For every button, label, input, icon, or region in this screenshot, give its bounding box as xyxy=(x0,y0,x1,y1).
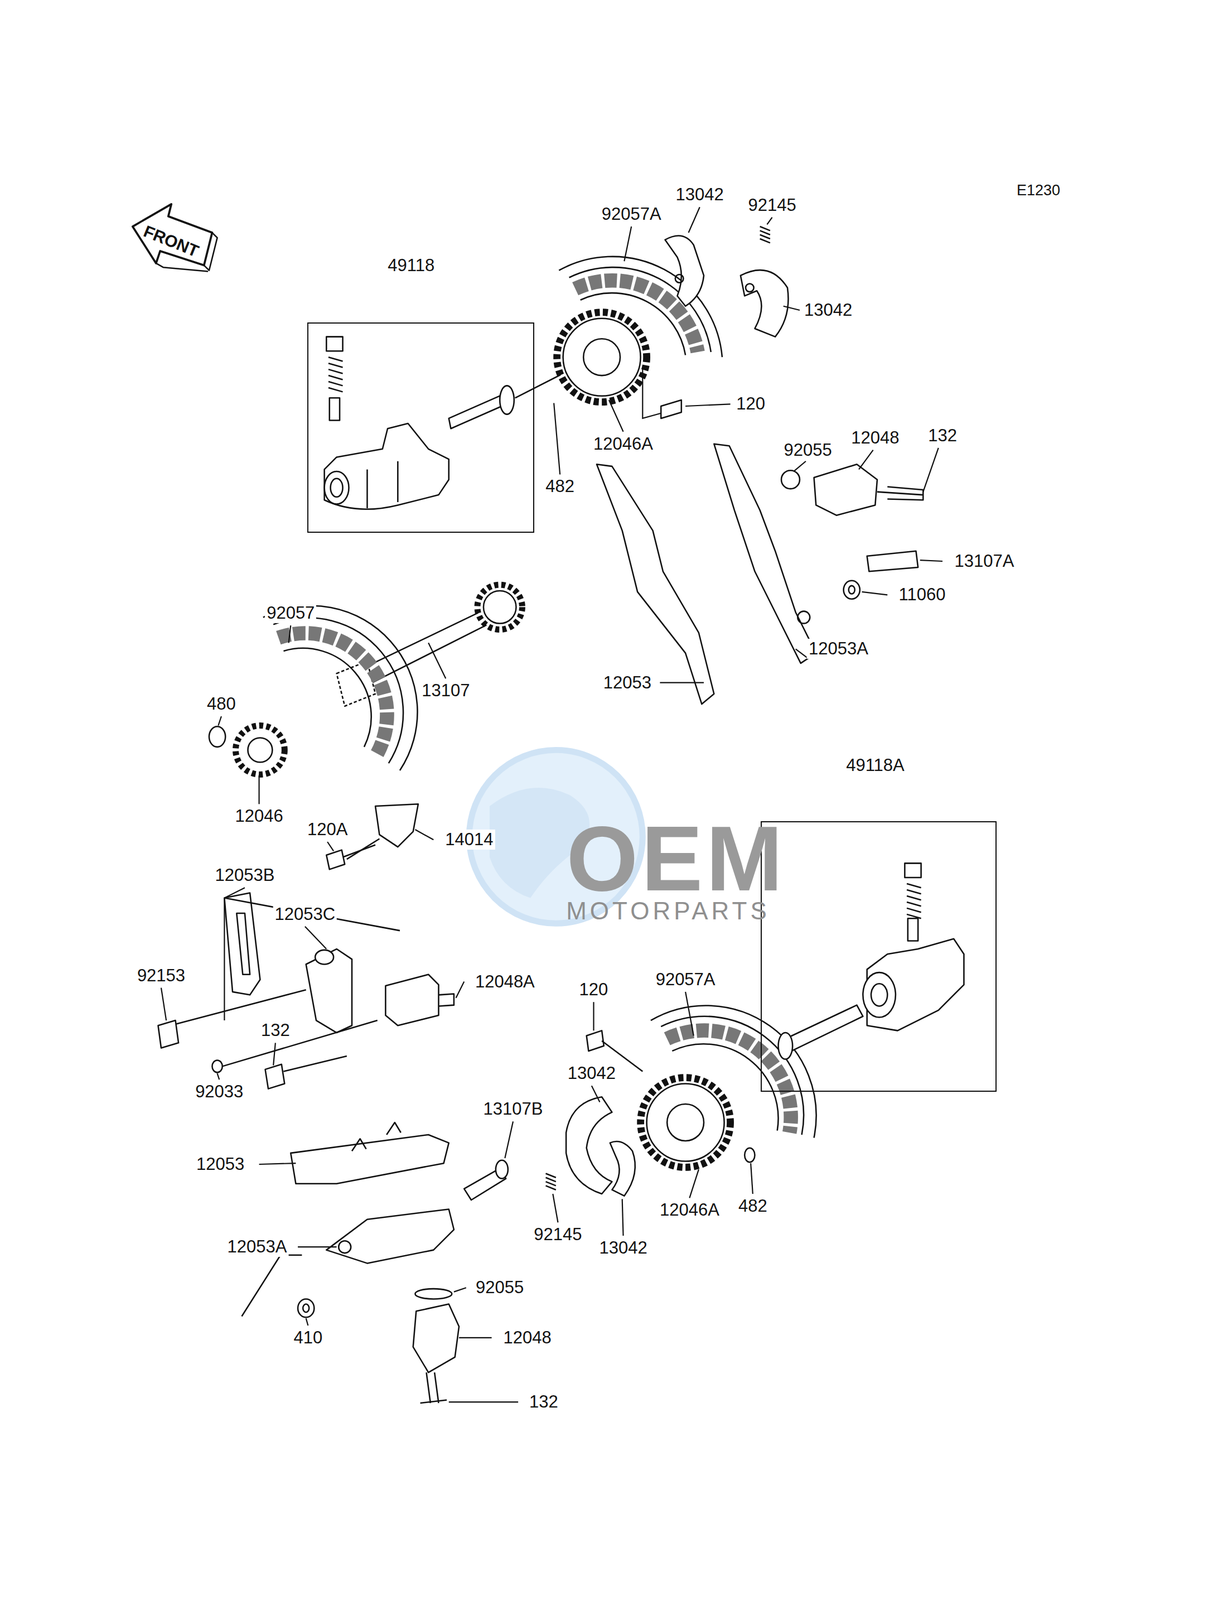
callout-number: 13107A xyxy=(953,550,1017,572)
callout-number: 92057A xyxy=(600,204,664,225)
callout-number: 12046A xyxy=(591,433,655,454)
callout-number: 92145 xyxy=(532,1224,584,1245)
callout-number: 12053C xyxy=(273,904,338,925)
callout-number: 13107B xyxy=(481,1098,545,1119)
callout-number: 92033 xyxy=(193,1081,245,1102)
callout-number: 120A xyxy=(305,819,350,840)
group-part-number: 49118A xyxy=(846,755,905,775)
callout-number: 13107 xyxy=(419,680,472,701)
callout-number: 13042 xyxy=(566,1062,618,1084)
callout-number: 120 xyxy=(734,393,767,414)
component-group-box: 49118A xyxy=(760,820,997,1092)
callout-number: 12053A xyxy=(806,638,870,659)
component-group-box: 49118 xyxy=(307,322,535,533)
callout-number: 12048 xyxy=(501,1327,553,1348)
callout-number: 482 xyxy=(736,1195,770,1216)
callout-number: 13042 xyxy=(597,1237,649,1258)
callout-number: 12053 xyxy=(194,1153,246,1174)
callout-number: 480 xyxy=(205,693,238,714)
figure-code: E1230 xyxy=(1014,181,1062,200)
callout-number: 132 xyxy=(527,1391,560,1412)
callout-number: 482 xyxy=(543,476,577,497)
callout-number: 92057 xyxy=(264,602,317,623)
watermark-logo: OEM xyxy=(564,807,789,911)
callout-number: 12048 xyxy=(849,427,901,448)
callout-number: 14014 xyxy=(443,829,495,850)
callout-number: 132 xyxy=(259,1020,292,1041)
callout-number: 92055 xyxy=(474,1277,526,1298)
callout-number: 13042 xyxy=(802,300,854,321)
callout-number: 132 xyxy=(926,425,959,446)
callout-number: 120 xyxy=(577,979,611,1000)
group-part-number: 49118 xyxy=(387,255,435,275)
callout-number: 12053A xyxy=(225,1236,289,1257)
callout-number: 12053B xyxy=(213,864,277,886)
watermark-text: MOTORPARTS xyxy=(564,896,772,925)
callout-number: 92055 xyxy=(781,440,834,461)
callout-number: 92153 xyxy=(135,965,187,986)
callout-number: 12046 xyxy=(233,805,285,826)
callout-number: 12046A xyxy=(658,1199,722,1220)
callout-number: 410 xyxy=(291,1327,325,1348)
callout-number: 11060 xyxy=(896,584,947,605)
callout-number: 13042 xyxy=(674,184,726,205)
direction-label: FRONT xyxy=(139,220,203,261)
callout-number: 92057A xyxy=(654,969,718,990)
callout-number: 12053 xyxy=(601,672,654,693)
callout-number: 92145 xyxy=(746,195,798,216)
callout-number: 12048A xyxy=(473,970,537,992)
